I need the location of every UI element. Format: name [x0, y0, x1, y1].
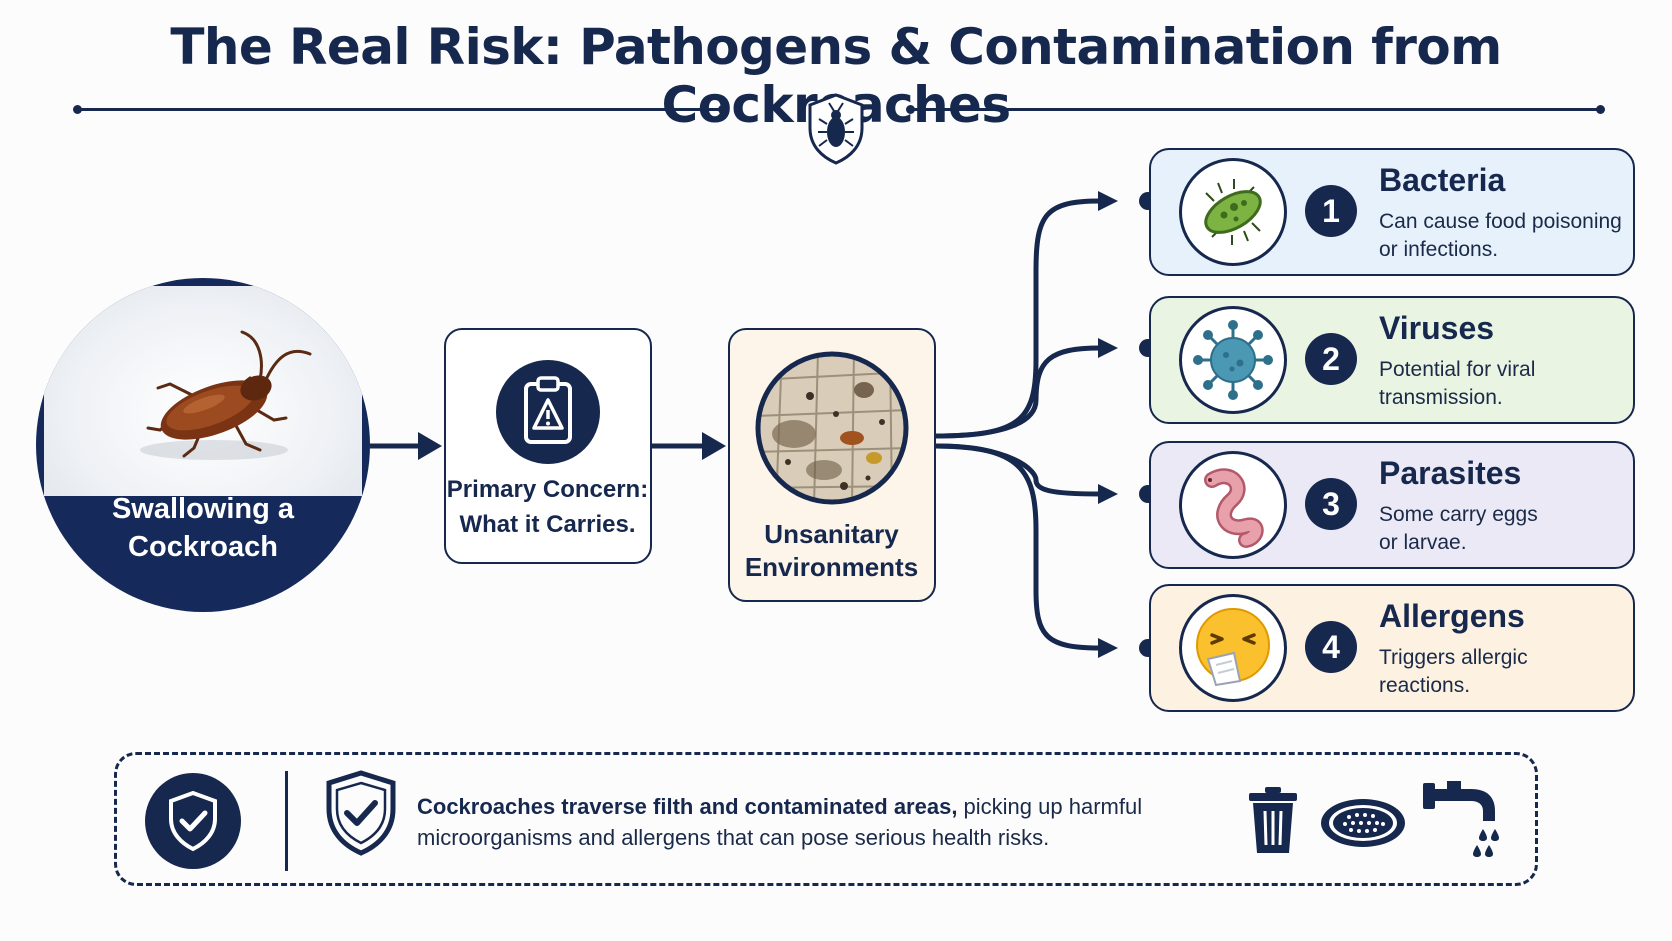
swallowing-cockroach-node: Swallowing a Cockroach	[36, 278, 370, 612]
footer-text-line2: microorganisms and allergens that can po…	[417, 825, 1050, 850]
source-label: Swallowing a Cockroach	[111, 493, 295, 563]
clipboard-warning-icon	[496, 360, 600, 464]
risk-description: Some carry eggs or larvae.	[1379, 503, 1538, 554]
risk-description: Can cause food poisoning or infections.	[1379, 210, 1622, 261]
risk-title: Viruses	[1379, 310, 1495, 346]
drain-icon	[1321, 799, 1405, 847]
cockroach-icon	[140, 330, 312, 460]
environment-label: Unsanitary Environments	[744, 519, 919, 582]
cockroach-shield-icon	[808, 93, 864, 165]
risk-card-parasites: 3 Parasites Some carry eggs or larvae.	[1149, 441, 1635, 569]
risk-title: Parasites	[1379, 455, 1522, 491]
rule-dot	[718, 105, 727, 114]
risk-card-viruses: 2 Viruses Potential for viral transmissi…	[1149, 296, 1635, 424]
risk-title: Bacteria	[1379, 162, 1506, 198]
faucet-icon	[1423, 781, 1499, 857]
risk-title: Allergens	[1379, 598, 1525, 634]
virus-icon	[1179, 306, 1287, 414]
risk-card-allergens: 4 Allergens Triggers allergic reactions.	[1149, 584, 1635, 712]
primary-concern-node: Primary Concern: What it Carries.	[444, 328, 652, 564]
footer-bold-text: Cockroaches traverse filth and contamina…	[417, 794, 958, 819]
title-rule-right	[912, 108, 1600, 111]
footer-callout: Cockroaches traverse filth and contamina…	[114, 752, 1538, 886]
risk-description: Triggers allergic reactions.	[1379, 646, 1528, 697]
risk-number: 4	[1305, 621, 1357, 673]
shield-check-outline-icon	[326, 770, 396, 856]
risk-number: 2	[1305, 333, 1357, 385]
unsanitary-environments-node: Unsanitary Environments	[728, 328, 936, 602]
risk-description: Potential for viral transmission.	[1379, 358, 1536, 409]
cockroach-photo	[44, 286, 362, 496]
footer-message: Cockroaches traverse filth and contamina…	[417, 791, 1207, 853]
trash-can-icon	[1249, 787, 1297, 853]
footer-text-line1: picking up harmful	[957, 794, 1143, 819]
rule-dot	[1596, 105, 1605, 114]
rule-dot	[73, 105, 82, 114]
bacteria-icon	[1179, 158, 1287, 266]
shield-check-icon	[145, 773, 241, 869]
primary-concern-label: Primary Concern: What it Carries.	[446, 476, 649, 538]
rule-dot	[906, 105, 915, 114]
worm-icon	[1179, 451, 1287, 559]
footer-divider	[285, 771, 288, 871]
dirty-floor-icon	[755, 351, 909, 505]
risk-number: 3	[1305, 478, 1357, 530]
sneezing-face-icon	[1179, 594, 1287, 702]
risk-number: 1	[1305, 185, 1357, 237]
risk-card-bacteria: 1 Bacteria Can cause food poisoning or i…	[1149, 148, 1635, 276]
title-rule-left	[78, 108, 724, 111]
